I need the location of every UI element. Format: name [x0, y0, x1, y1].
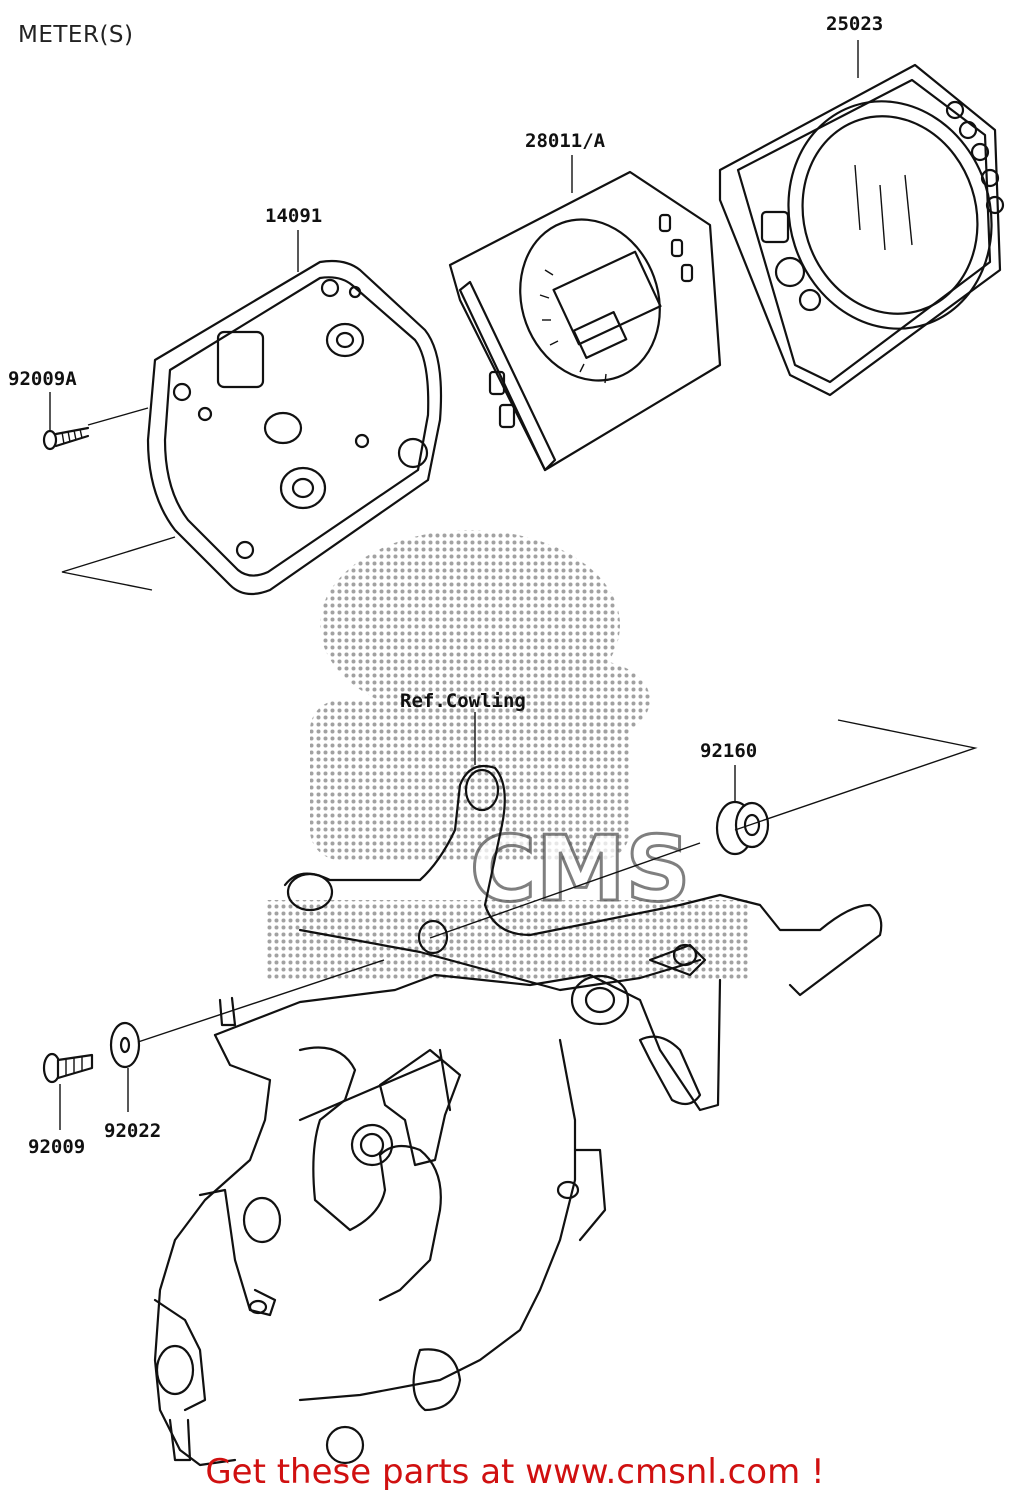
reference-label-cowling: Ref.Cowling	[400, 690, 526, 712]
part-label-92160[interactable]: 92160	[700, 740, 757, 762]
grommet-92160[interactable]	[715, 800, 770, 856]
watermark-text: CMS	[470, 817, 690, 922]
meter-cover-25023[interactable]	[718, 63, 1021, 397]
meter-bracket-stay[interactable]	[213, 764, 883, 1167]
leader-lines	[49, 40, 978, 1130]
cover-indicator-lens	[760, 100, 1005, 312]
bolt-92009[interactable]	[42, 1052, 94, 1084]
washer-92022[interactable]	[109, 1021, 141, 1069]
meter-case-14091[interactable]	[146, 259, 443, 596]
part-label-92009a[interactable]: 92009A	[8, 368, 77, 390]
meter-assembly-28011a[interactable]	[448, 170, 722, 472]
part-label-14091[interactable]: 14091	[265, 205, 322, 227]
fairing-frame[interactable]	[153, 996, 607, 1467]
part-label-25023[interactable]: 25023	[826, 13, 883, 35]
part-label-92009[interactable]: 92009	[28, 1136, 85, 1158]
watermark-logo: CMS	[265, 530, 750, 980]
screw-92009a[interactable]	[42, 426, 90, 451]
meter-side-connectors	[488, 213, 694, 429]
part-label-92022[interactable]: 92022	[104, 1120, 161, 1142]
part-labels: 25023 28011/A 14091 92009A 92160 92009 9…	[8, 13, 883, 1158]
page-title: METER(S)	[18, 22, 134, 48]
footer-link[interactable]: Get these parts at www.cmsnl.com !	[205, 1452, 825, 1492]
part-label-28011a[interactable]: 28011/A	[525, 130, 606, 152]
